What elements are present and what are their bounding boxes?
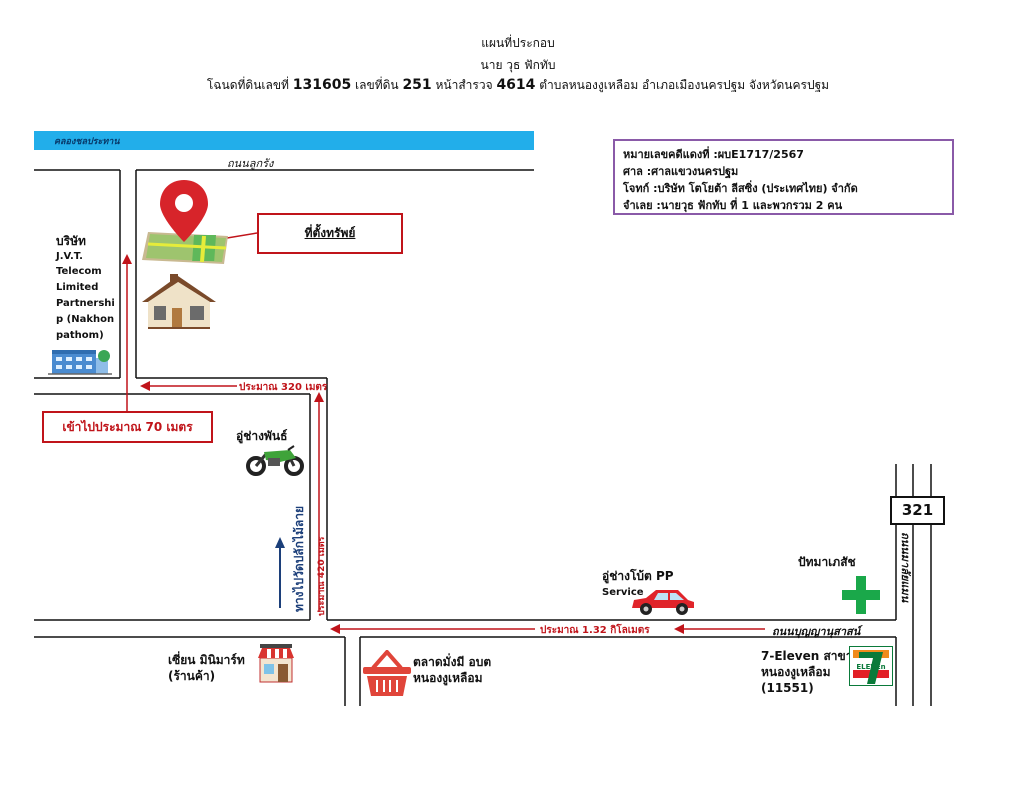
shop-icon bbox=[258, 644, 294, 683]
canal-label: คลองชลประทาน bbox=[54, 137, 120, 147]
survey-prefix: หน้าสำรวจ bbox=[431, 78, 497, 92]
land-prefix: เลขที่ดิน bbox=[351, 78, 403, 92]
motorcycle-icon bbox=[246, 445, 304, 476]
road-label-boonya: ถนนบุญญานุสาสน์ bbox=[772, 625, 861, 638]
map-title: แผนที่ประกอบ bbox=[481, 36, 555, 50]
case-number: หมายเลขคดีแดงที่ :ผบE1717/2567 bbox=[623, 148, 804, 161]
seven-eleven-label: 7-Eleven สาขา bbox=[761, 649, 853, 663]
road-label-main: ถนนมาลัยแมน bbox=[899, 532, 912, 603]
company-name-line-2: Telecom bbox=[56, 266, 102, 277]
market-label-2: หนองงูเหลือม bbox=[413, 671, 483, 685]
office-building-icon bbox=[48, 350, 112, 375]
route-number-box: 321 bbox=[890, 496, 945, 525]
distance-420: ประมาณ 420 เมตร bbox=[317, 536, 327, 616]
survey-number: 4614 bbox=[496, 77, 536, 93]
seven-eleven-label-2: หนองงูเหลือม bbox=[761, 665, 831, 679]
seven-eleven-logo-text: ELEVEn bbox=[856, 663, 885, 671]
deed-line: โฉนดที่ดินเลขที่ 131605 เลขที่ดิน 251 หน… bbox=[0, 76, 1036, 95]
road-label-wat: ทางไปวัดปลักไม้ลาย bbox=[292, 506, 306, 612]
pharmacy-cross-icon bbox=[842, 576, 880, 614]
company-name-line-6: pathom) bbox=[56, 330, 104, 341]
company-name-line-4: Partnershi bbox=[56, 298, 115, 309]
deed-number: 131605 bbox=[292, 77, 352, 93]
plaintiff: โจทก์ :บริษัท โตโยต้า ลีสซิ่ง (ประเทศไทย… bbox=[623, 182, 858, 195]
entry-distance-box: เข้าไปประมาณ 70 เมตร bbox=[42, 411, 213, 443]
canal-bar: คลองชลประทาน bbox=[34, 131, 534, 150]
owner-name: นาย วุธ ฟักทับ bbox=[480, 58, 556, 72]
minimart-label-2: (ร้านค้า) bbox=[168, 669, 216, 683]
distance-132: ประมาณ 1.32 กิโลเมตร bbox=[540, 625, 650, 636]
car-shop-label: อู่ช่างโบ้ต PP bbox=[602, 569, 674, 583]
basket-icon bbox=[363, 650, 411, 696]
house-icon bbox=[142, 274, 216, 329]
car-icon bbox=[632, 590, 694, 615]
car-shop-label-2: Service bbox=[602, 587, 644, 598]
deed-location: ตำบลหนองงูเหลือม อำเภอเมืองนครปฐม จังหวั… bbox=[535, 78, 830, 92]
company-name-line-0: บริษัท bbox=[56, 234, 86, 248]
case-info-box: หมายเลขคดีแดงที่ :ผบE1717/2567 ศาล :ศาลแ… bbox=[613, 139, 954, 215]
seven-eleven-code: (11551) bbox=[761, 681, 814, 695]
land-number: 251 bbox=[402, 77, 432, 93]
distance-320: ประมาณ 320 เมตร bbox=[239, 382, 328, 393]
minimart-label: เซี่ยน มินิมาร์ท bbox=[168, 653, 245, 667]
company-name-line-1: J.V.T. bbox=[56, 251, 83, 262]
property-pin-icon bbox=[142, 180, 228, 264]
seven-eleven-logo-icon: ELEVEn bbox=[849, 646, 893, 686]
property-location-box: ที่ตั้งทรัพย์ bbox=[257, 213, 403, 254]
bike-shop-label: อู่ช่างพันธ์ bbox=[236, 429, 288, 443]
road-label-dirt: ถนนลูกรัง bbox=[227, 157, 274, 170]
defendant: จำเลย :นายวุธ ฟักทับ ที่ 1 และพวกรวม 2 ค… bbox=[623, 199, 843, 212]
company-name-line-3: Limited bbox=[56, 282, 99, 293]
company-name-line-5: p (Nakhon bbox=[56, 314, 115, 325]
market-label: ตลาดมั่งมี อบต bbox=[413, 655, 492, 669]
deed-prefix: โฉนดที่ดินเลขที่ bbox=[206, 78, 293, 92]
court-name: ศาล :ศาลแขวงนครปฐม bbox=[623, 165, 739, 178]
pharmacy-label: ปัทมาเภสัช bbox=[798, 555, 856, 569]
